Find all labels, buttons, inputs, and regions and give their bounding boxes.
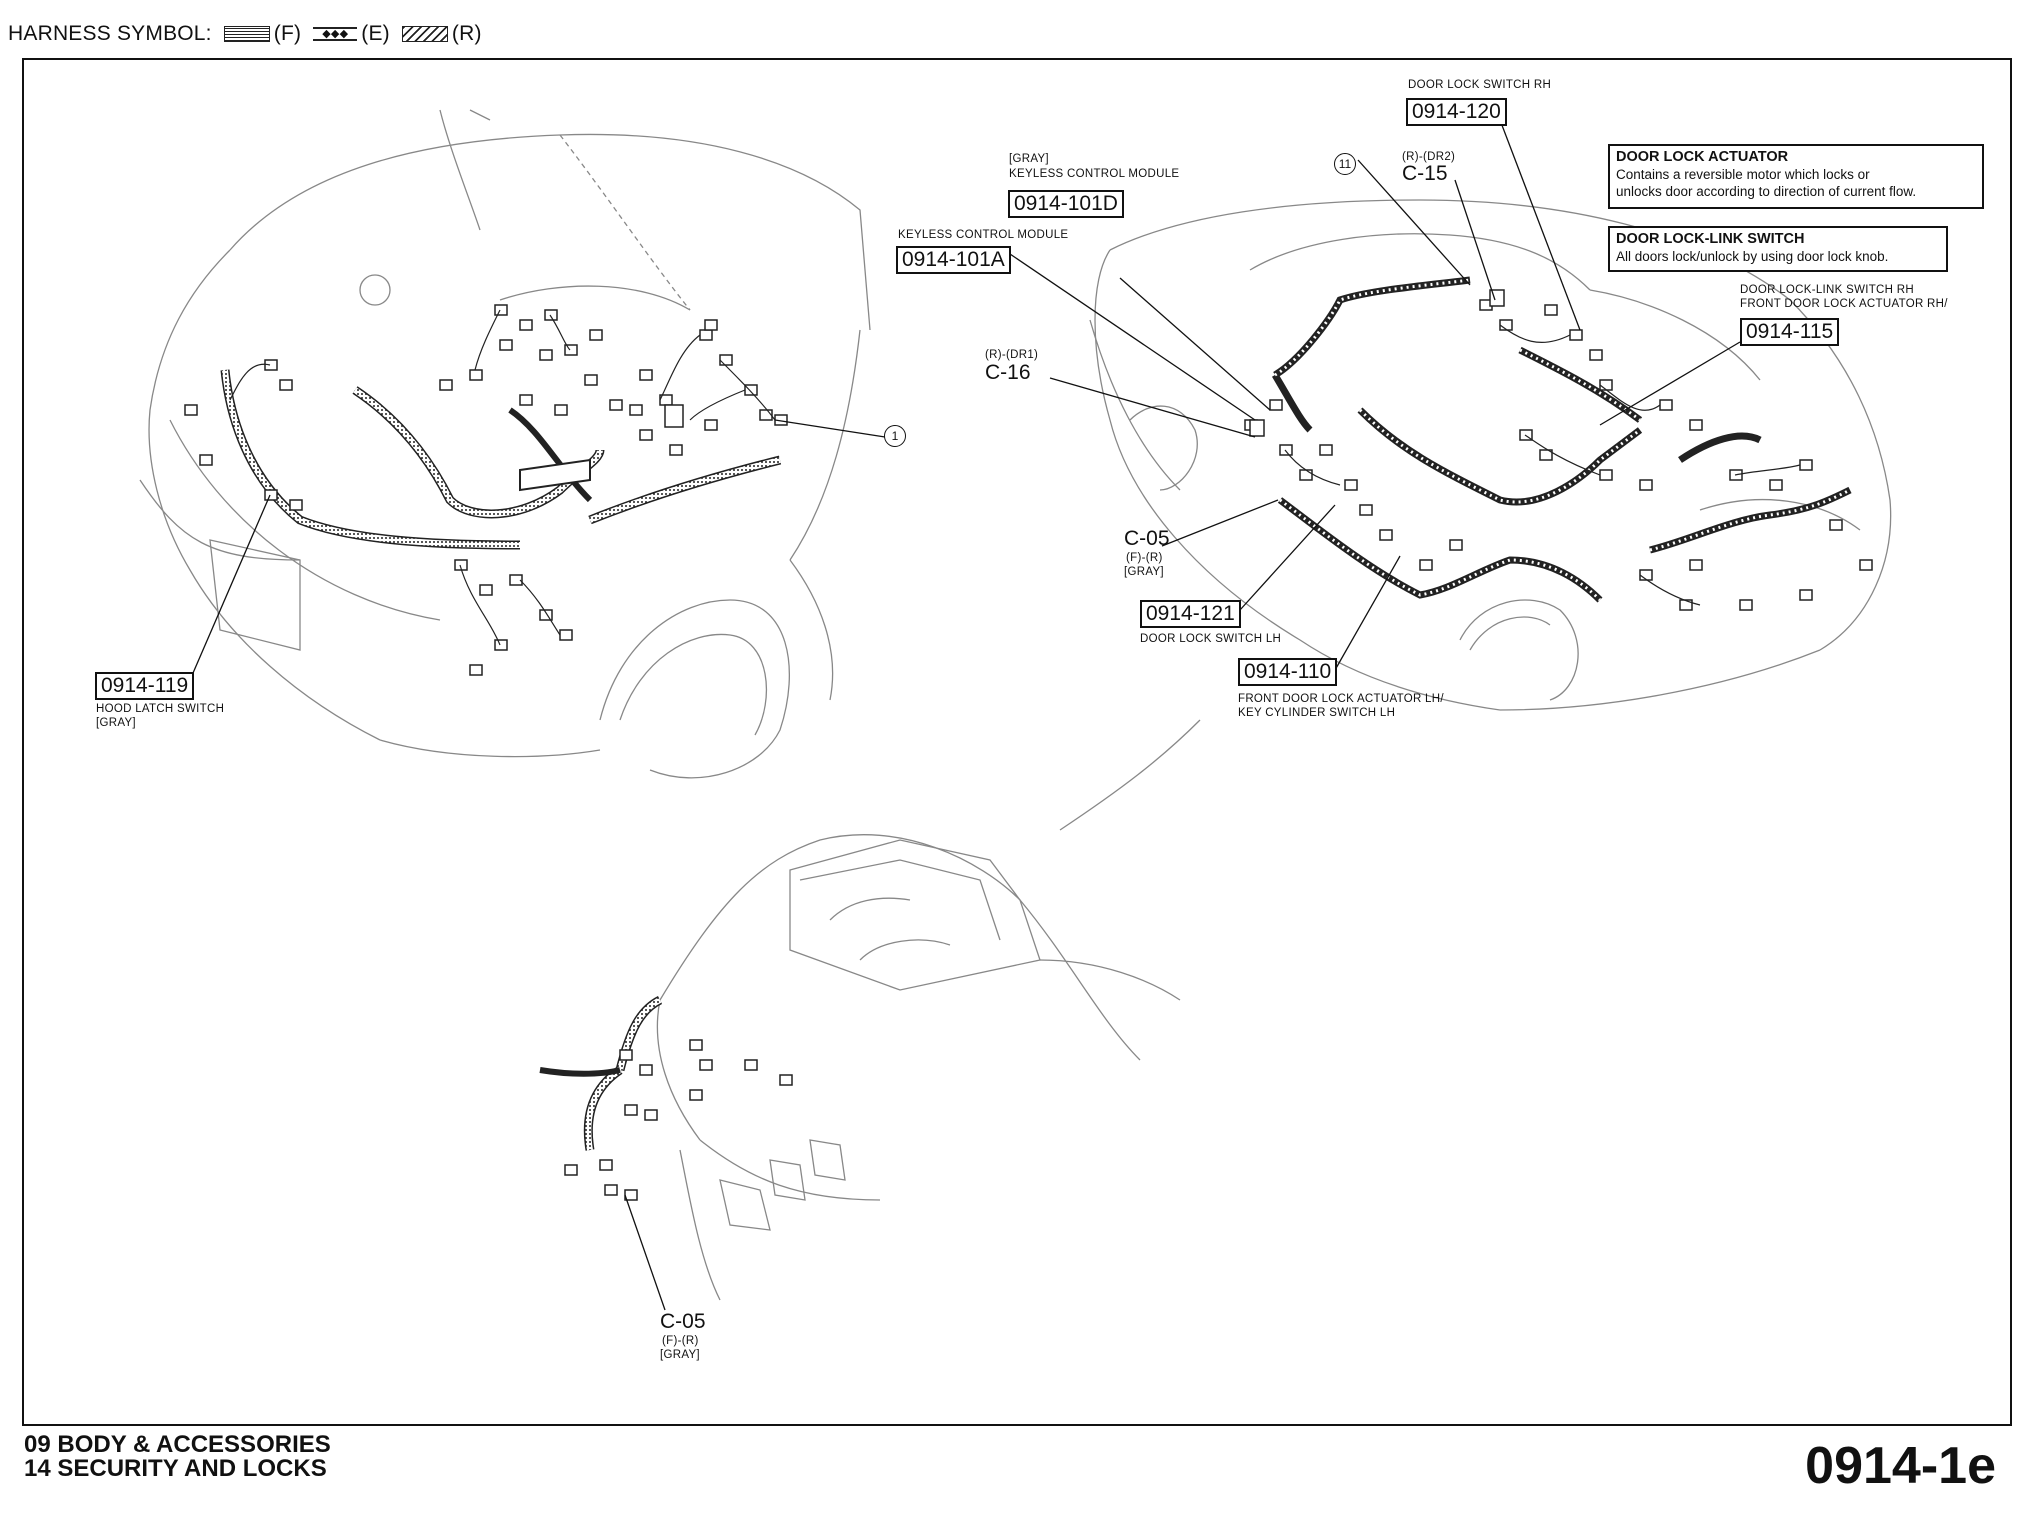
dashboard-view (656, 719, 1201, 1301)
keyless-module-d-ref[interactable]: 0914-101D (1008, 190, 1124, 218)
door-lock-link-switch-line1: All doors lock/unlock by using door lock… (1616, 249, 1889, 264)
body-wires (1284, 324, 1801, 606)
marker-1-leader (774, 419, 886, 438)
body-view (1089, 199, 1892, 711)
actuator-rh-ref[interactable]: 0914-115 (1740, 318, 1840, 346)
dash-c05-leader (624, 1194, 666, 1311)
door-lock-actuator-line2: unlocks door according to direction of c… (1616, 184, 1917, 199)
engine-bay-connectors (184, 304, 788, 676)
hood-latch-switch-ref[interactable]: 0914-119 (95, 672, 195, 700)
c05-bottom-name: C-05 (660, 1310, 706, 1333)
door-switch-lh-label: DOOR LOCK SWITCH LH (1140, 633, 1282, 645)
c05-bottom-color: [GRAY] (660, 1349, 700, 1361)
section-footer: 09 BODY & ACCESSORIES 14 SECURITY AND LO… (24, 1433, 331, 1481)
dash-connectors (564, 1039, 793, 1201)
door-lock-actuator-line1: Contains a reversible motor which locks … (1616, 167, 1870, 182)
c16-name: C-16 (985, 361, 1031, 384)
door-lock-link-switch-title: DOOR LOCK-LINK SWITCH (1616, 231, 1805, 247)
door-lock-actuator-title: DOOR LOCK ACTUATOR (1616, 149, 1789, 165)
door-switch-rh-ref[interactable]: 0914-120 (1406, 98, 1507, 126)
rear-harness-swatch (401, 26, 448, 43)
actuator-lh-line1: FRONT DOOR LOCK ACTUATOR LH/ (1238, 693, 1444, 705)
actuator-rh-line2: FRONT DOOR LOCK ACTUATOR RH/ (1740, 298, 1948, 310)
c16-code: (R)-(DR1) (985, 349, 1039, 361)
engine-bay-wires (229, 309, 776, 646)
c05-top-color: [GRAY] (1124, 566, 1164, 578)
c05-top-code: (F)-(R) (1126, 552, 1163, 564)
legend-engine: (E) (361, 22, 390, 45)
front-harness-engine-bay (220, 369, 782, 550)
hood-latch-switch-label: HOOD LATCH SWITCH (96, 703, 225, 715)
keyless-module-a-ref[interactable]: 0914-101A (896, 246, 1011, 274)
marker-11: 11 (1334, 153, 1356, 175)
door-switch-rh-label: DOOR LOCK SWITCH RH (1408, 79, 1552, 91)
actuator-rh-line1: DOOR LOCK-LINK SWITCH RH (1740, 284, 1914, 296)
legend-label: HARNESS SYMBOL: (8, 22, 212, 45)
c15-code: (R)-(DR2) (1402, 151, 1456, 163)
engine-bay-view (139, 109, 871, 779)
legend-front: (F) (273, 22, 302, 45)
actuator-lh-line2: KEY CYLINDER SWITCH LH (1238, 707, 1396, 719)
engine-harness-swatch: ◆◆◆ (313, 27, 358, 42)
diagram-frame (22, 58, 2012, 1426)
c05-bottom-code: (F)-(R) (662, 1335, 699, 1347)
actuator-lh-ref[interactable]: 0914-110 (1238, 658, 1338, 686)
c05-top-name: C-05 (1124, 527, 1170, 550)
door-lock-link-switch-note: DOOR LOCK-LINK SWITCH All doors lock/unl… (1608, 226, 1948, 272)
hood-latch-leader (189, 494, 271, 681)
marker-1: 1 (884, 425, 906, 447)
front-harness-swatch (223, 26, 270, 43)
keyless-module-a-label: KEYLESS CONTROL MODULE (898, 229, 1069, 241)
rear-harness-body-hatch (1274, 278, 1851, 602)
door-lock-actuator-note: DOOR LOCK ACTUATOR Contains a reversible… (1608, 144, 1984, 209)
legend-rear: (R) (451, 22, 482, 45)
door-switch-lh-ref[interactable]: 0914-121 (1140, 600, 1241, 628)
body-leaders (1009, 119, 1741, 671)
harness-symbol-legend: HARNESS SYMBOL: (F) ◆◆◆(E) (R) (8, 22, 482, 46)
keyless-module-d-label: KEYLESS CONTROL MODULE (1009, 168, 1180, 180)
c15-name: C-15 (1402, 162, 1448, 185)
hood-latch-switch-color: [GRAY] (96, 717, 136, 729)
page-number: 0914-1e (1805, 1437, 1996, 1495)
footer-section-line2: 14 SECURITY AND LOCKS (24, 1455, 327, 1482)
footer-section-line1: 09 BODY & ACCESSORIES (24, 1431, 331, 1458)
keyless-module-d-color: [GRAY] (1009, 153, 1049, 165)
